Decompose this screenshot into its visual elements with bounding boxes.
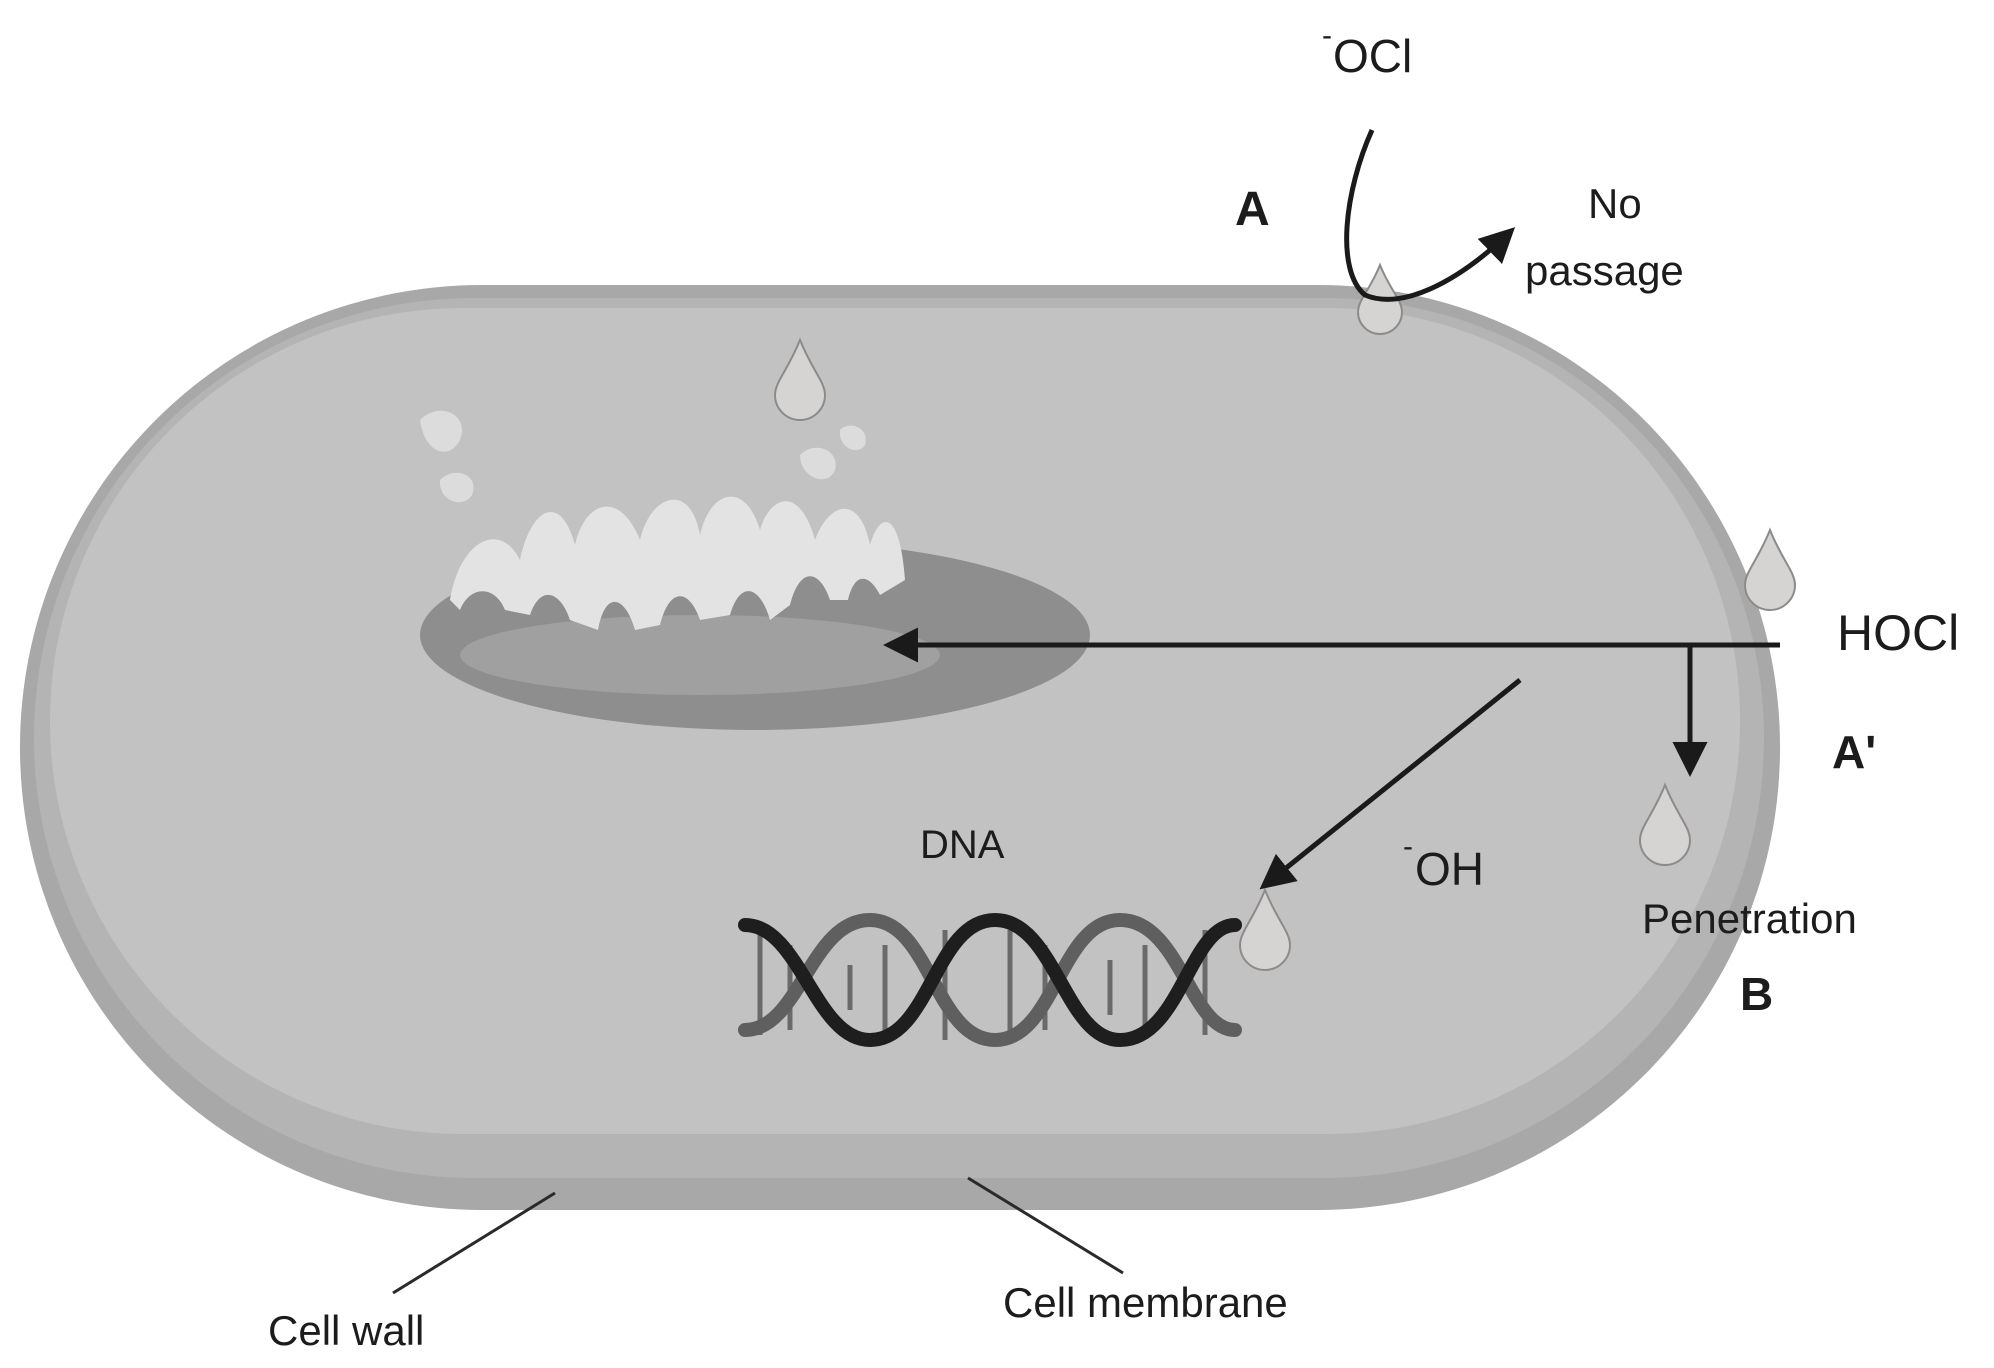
- dna-strand-light: [738, 912, 1242, 1048]
- ocl-label: OCl: [1333, 30, 1412, 82]
- leader-lines: [392, 1176, 1124, 1295]
- bacterial-cell: [20, 285, 1780, 1210]
- droplet-icon: [773, 337, 827, 421]
- hydroxyl-to-dna-arrow: [1259, 678, 1522, 890]
- ocl-deflect-arrow: [1344, 128, 1516, 302]
- hydroxyl-charge-label: -: [1403, 830, 1413, 863]
- mitochondrion-fragments: [420, 410, 866, 503]
- dna-helix: [738, 912, 1242, 1048]
- labels: - OCl A No passage HOCl A' DNA - OH Pene…: [268, 19, 1959, 1354]
- no-passage-label-line1: No: [1588, 180, 1642, 227]
- dna-label: DNA: [920, 823, 1005, 867]
- cell-wall-leader: [392, 1191, 556, 1295]
- region-a-label: A: [1235, 183, 1270, 236]
- cell-wall-label: Cell wall: [268, 1307, 424, 1354]
- dna-strand-dark: [738, 912, 1242, 1048]
- mitochondrion-cristae: [450, 496, 905, 630]
- hocl-label: HOCl: [1837, 605, 1959, 661]
- hocl-droplets: [773, 262, 1797, 971]
- cell-membrane-leader: [967, 1176, 1124, 1275]
- hydroxyl-label: OH: [1415, 843, 1484, 895]
- droplet-icon: [1638, 782, 1692, 866]
- mitochondrion: [420, 410, 1090, 730]
- mitochondrion-inner: [460, 615, 940, 695]
- droplet-icon: [1238, 887, 1292, 971]
- no-passage-label-line2: passage: [1525, 247, 1684, 294]
- region-b-label: B: [1740, 968, 1773, 1020]
- region-a-prime-label: A': [1832, 726, 1876, 778]
- ocl-charge-label: -: [1322, 19, 1332, 52]
- cell-membrane-label: Cell membrane: [1003, 1279, 1288, 1326]
- penetration-label: Penetration: [1642, 895, 1857, 942]
- droplet-icon: [1743, 527, 1797, 611]
- arrows: [883, 128, 1780, 890]
